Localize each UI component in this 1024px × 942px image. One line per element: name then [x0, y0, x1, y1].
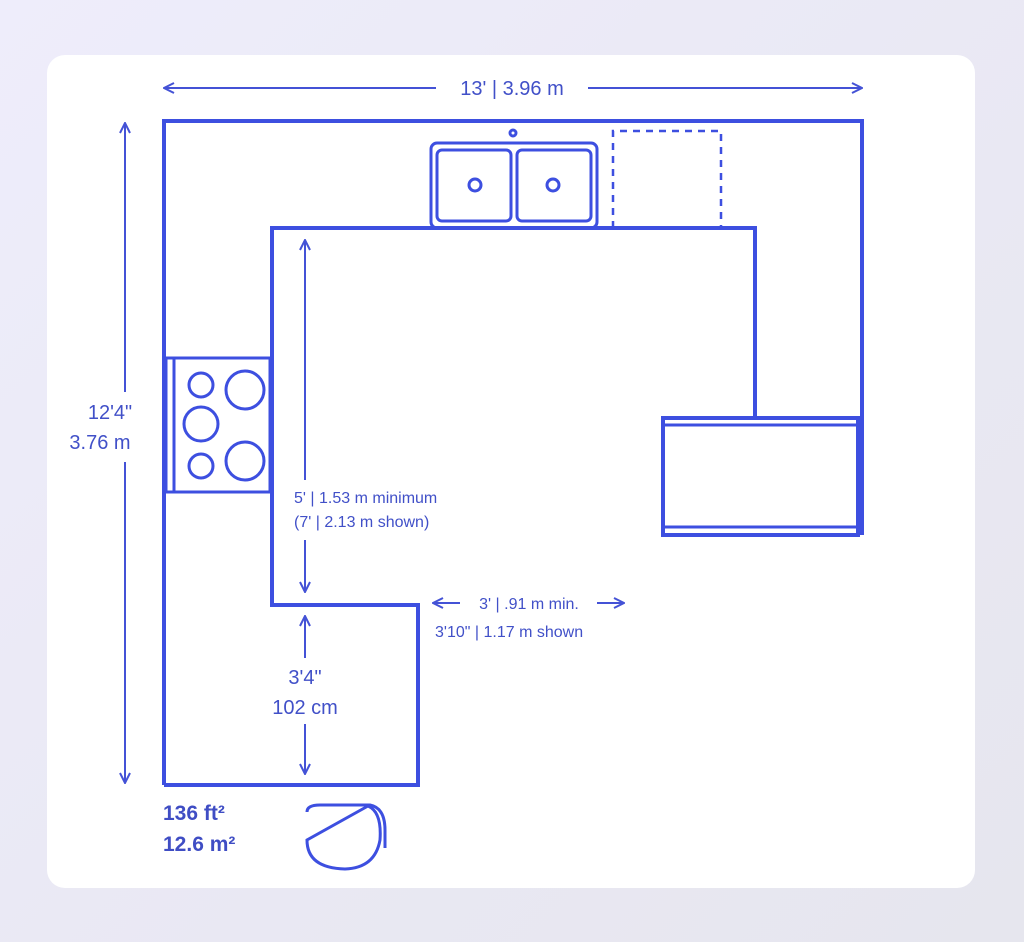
- double-sink-icon: [429, 128, 599, 230]
- depth-label-metric: 3.76 m: [69, 432, 130, 454]
- entry-label-imperial: 3'4": [288, 667, 321, 689]
- walkway-label-line2: 3'10" | 1.17 m shown: [435, 624, 583, 641]
- area-metric: 12.6 m²: [163, 833, 235, 856]
- refrigerator-icon: [661, 416, 860, 537]
- depth-label-imperial: 12'4": [88, 402, 132, 424]
- walkway-label-line1: 3' | .91 m min.: [479, 596, 579, 613]
- diagram-card: [47, 55, 975, 888]
- aisle-label-line2: (7' | 2.13 m shown): [294, 514, 429, 531]
- counter-outline: [162, 119, 864, 787]
- entry-label-metric: 102 cm: [272, 697, 338, 719]
- aisle-label-line1: 5' | 1.53 m minimum: [294, 490, 437, 507]
- width-label: 13' | 3.96 m: [460, 78, 564, 100]
- area-imperial: 136 ft²: [163, 802, 225, 825]
- dishwasher-outline-icon: [611, 129, 723, 228]
- cooktop-icon: [164, 356, 272, 494]
- door-swing-icon: [305, 803, 387, 871]
